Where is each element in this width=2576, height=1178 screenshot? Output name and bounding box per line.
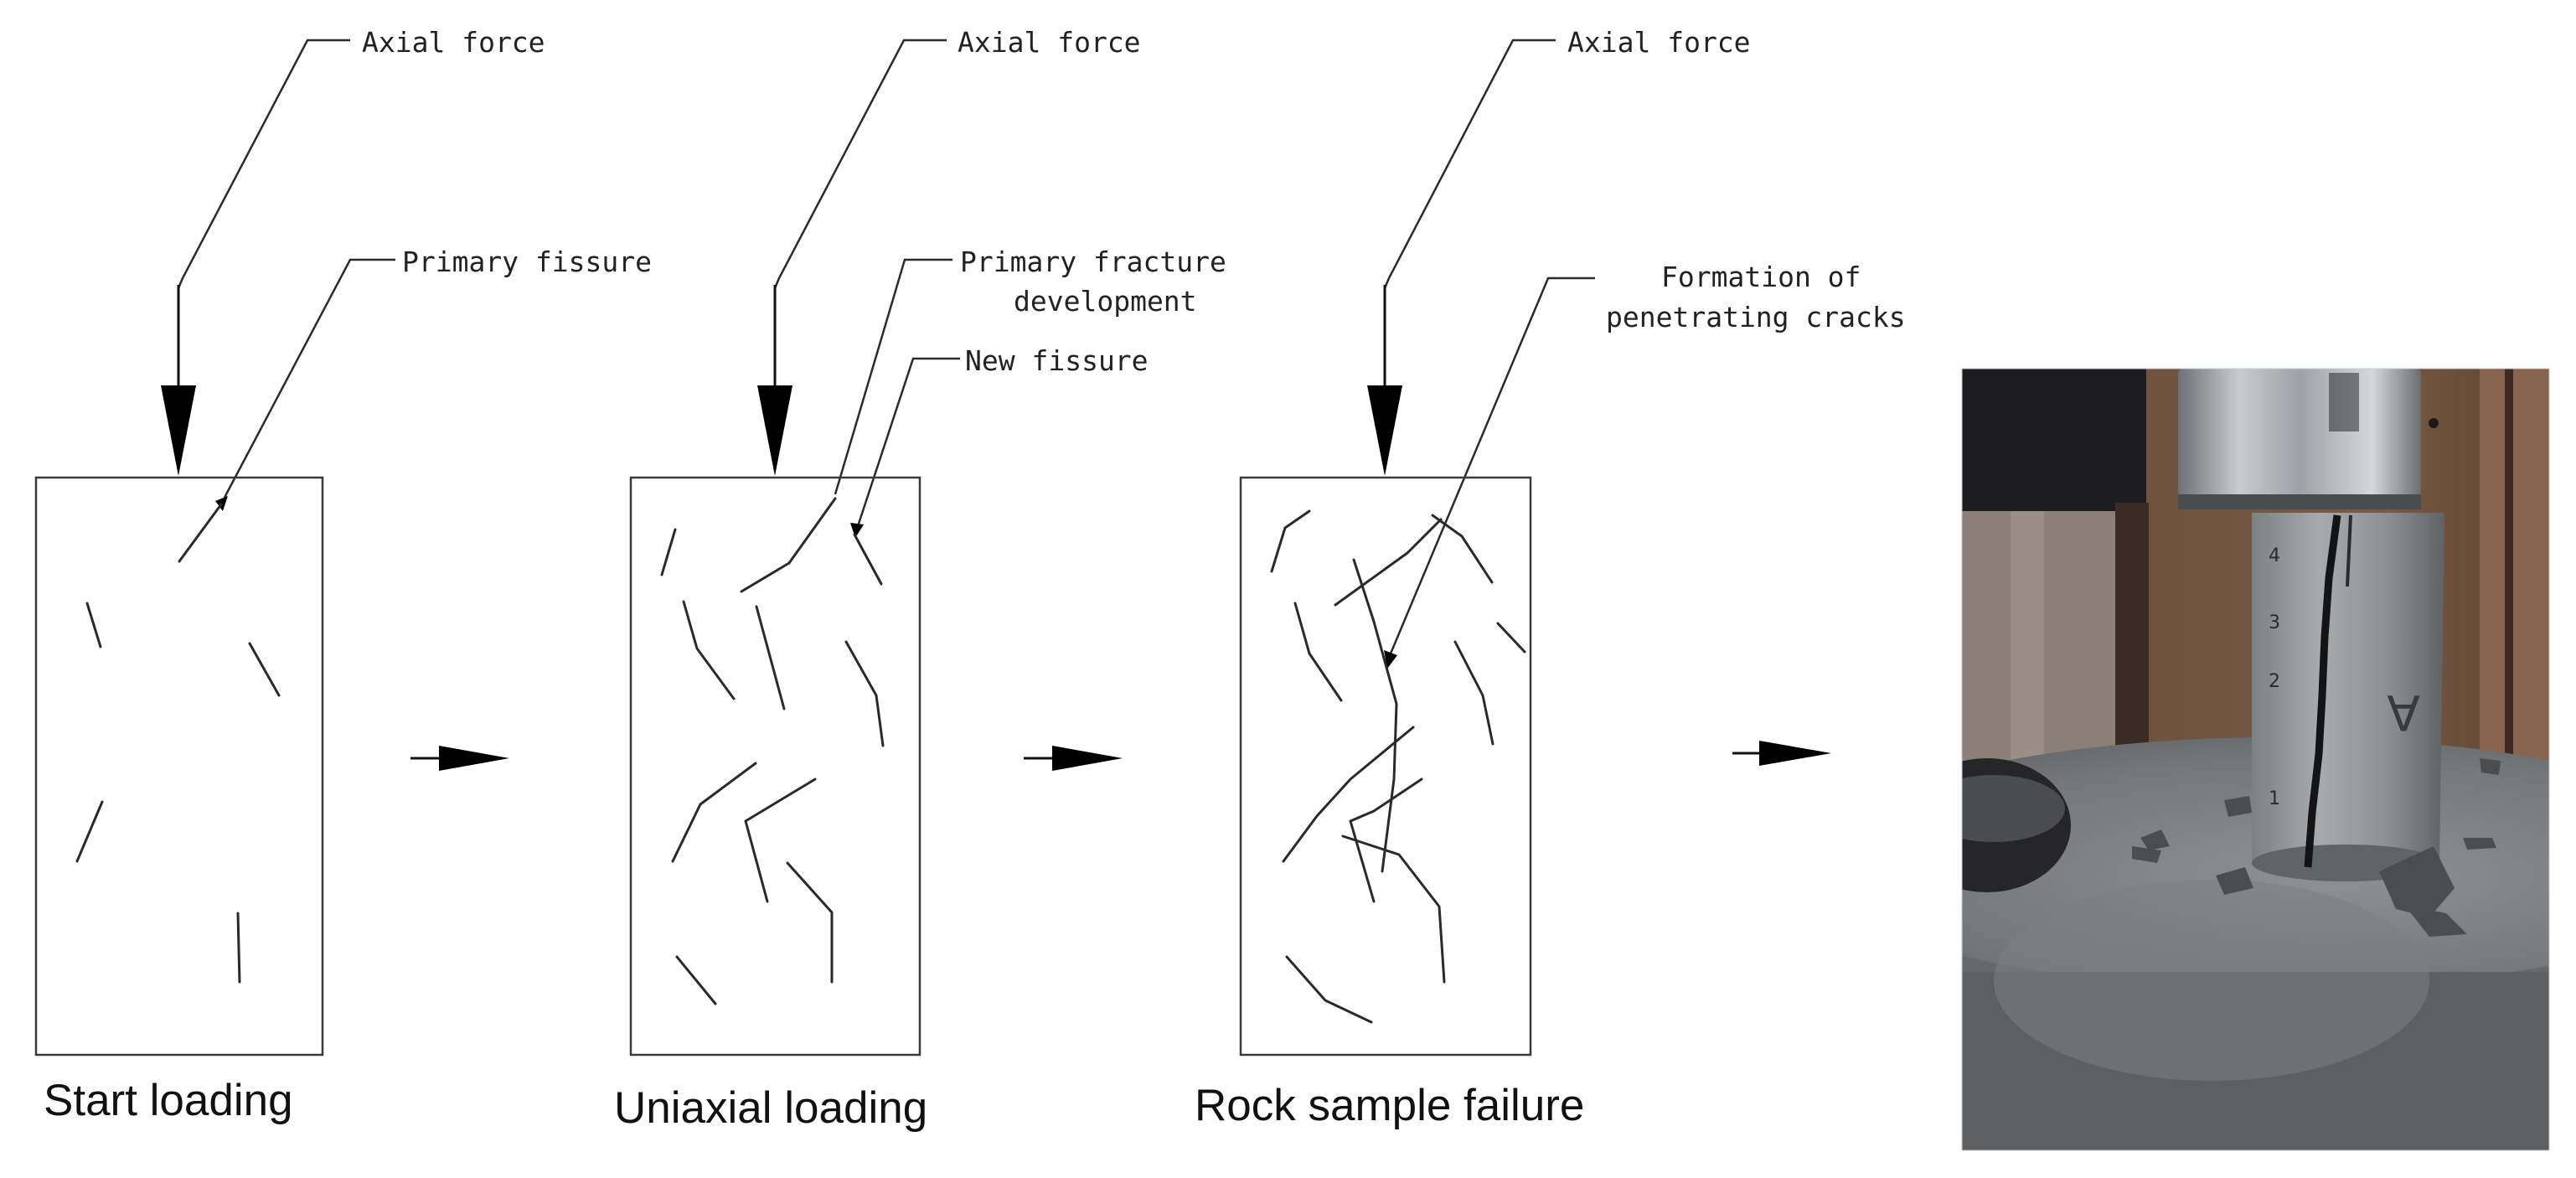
specimen-mark: 1 xyxy=(2269,788,2280,809)
axial-force-arrow xyxy=(1367,39,1556,476)
primary-fissure-label: Primary fissure xyxy=(402,245,652,278)
rock-sample-outline xyxy=(1239,476,1532,1057)
new-fissure-label: New fissure xyxy=(965,344,1149,377)
specimen-mark: 4 xyxy=(2269,545,2280,566)
photo-border xyxy=(1961,368,2550,1151)
stage-caption: Start loading xyxy=(44,1076,293,1125)
primary-fissure-leader xyxy=(215,258,395,511)
progress-arrow xyxy=(1024,746,1123,771)
primary-fracture-label: Primary fracture xyxy=(960,245,1226,278)
axial-force-arrow xyxy=(161,39,350,476)
fissures xyxy=(1270,509,1526,1024)
primary-fracture-leader xyxy=(834,258,952,495)
stage-rock-sample-failure: Axial force Formation of penetrating cra… xyxy=(1195,26,1906,1130)
specimen-mark: 2 xyxy=(2269,671,2280,692)
progress-arrow xyxy=(410,746,509,771)
stage-uniaxial-loading: Axial force Primary fracture development… xyxy=(614,26,1226,1133)
fissures xyxy=(75,503,281,984)
specimen-mark: 3 xyxy=(2269,612,2280,633)
axial-force-label: Axial force xyxy=(362,26,545,59)
stage-caption: Rock sample failure xyxy=(1195,1081,1584,1130)
specimen-mark: A xyxy=(2387,684,2420,741)
penetrating-cracks-leader xyxy=(1384,276,1595,669)
stage-start-loading: Axial force Primary fissure Start loadin… xyxy=(34,26,652,1125)
penetrating-cracks-label-line2: penetrating cracks xyxy=(1606,301,1906,333)
fissures xyxy=(660,497,885,1005)
axial-force-label: Axial force xyxy=(1567,26,1751,59)
primary-fracture-label-line2: development xyxy=(1014,285,1197,318)
failed-rock-specimen-photo: 4 3 2 1 A xyxy=(1962,369,2549,1150)
stage-caption: Uniaxial loading xyxy=(614,1083,927,1133)
penetrating-cracks-label: Formation of xyxy=(1661,261,1861,293)
axial-force-label: Axial force xyxy=(958,26,1141,59)
new-fissure-leader xyxy=(850,357,960,538)
progress-arrow xyxy=(1732,741,1831,766)
rock-sample-outline xyxy=(629,476,921,1057)
axial-force-arrow xyxy=(757,39,947,476)
rock-debris xyxy=(2132,758,2501,937)
rock-sample-outline xyxy=(34,476,324,1057)
